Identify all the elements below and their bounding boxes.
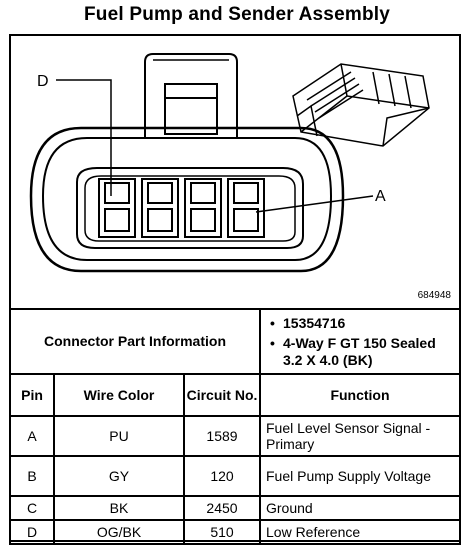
connector-description: 4-Way F GT 150 Sealed 3.2 X 4.0 (BK) [270, 335, 455, 369]
pin-cell: D [9, 519, 55, 545]
connector-diagram: D A [29, 53, 430, 273]
column-header-wire-color: Wire Color [53, 373, 185, 417]
function-cell: Fuel Pump Supply Voltage [259, 455, 461, 497]
table-row: C BK 2450 Ground [9, 495, 461, 521]
table-header-row: Pin Wire Color Circuit No. Function [9, 373, 461, 417]
function-cell: Low Reference [259, 519, 461, 545]
callout-a-leader [255, 195, 374, 213]
wire-color-cell: BK [53, 495, 185, 521]
function-cell: Fuel Level Sensor Signal - Primary [259, 415, 461, 457]
connector-info-list-cell: 15354716 4-Way F GT 150 Sealed 3.2 X 4.0… [259, 308, 461, 375]
locking-tab [144, 53, 238, 139]
figure-number: 684948 [417, 290, 451, 301]
pinout-table: Connector Part Information 15354716 4-Wa… [9, 308, 461, 545]
circuit-cell: 1589 [183, 415, 261, 457]
wire-color-cell: PU [53, 415, 185, 457]
column-header-function: Function [259, 373, 461, 417]
connector-info-row: Connector Part Information 15354716 4-Wa… [9, 308, 461, 375]
wire-color-cell: OG/BK [53, 519, 185, 545]
callout-d-label: D [37, 73, 49, 90]
connector-info-label: Connector Part Information [9, 308, 261, 375]
latch-window [164, 83, 218, 135]
connector-perspective-view [292, 63, 430, 147]
pin-cell: B [9, 455, 55, 497]
table-row: A PU 1589 Fuel Level Sensor Signal - Pri… [9, 415, 461, 457]
table-row: B GY 120 Fuel Pump Supply Voltage [9, 455, 461, 497]
column-header-circuit: Circuit No. [183, 373, 261, 417]
function-cell: Ground [259, 495, 461, 521]
circuit-cell: 510 [183, 519, 261, 545]
pin-cell: A [9, 415, 55, 457]
wire-color-cell: GY [53, 455, 185, 497]
connector-body-outer [29, 126, 345, 273]
table-row: D OG/BK 510 Low Reference [9, 519, 461, 545]
callout-a-label: A [375, 188, 386, 205]
callout-d-leader [56, 79, 112, 196]
pin-cell: C [9, 495, 55, 521]
part-number-list: 15354716 4-Way F GT 150 Sealed 3.2 X 4.0… [261, 311, 459, 369]
circuit-cell: 120 [183, 455, 261, 497]
diagram-frame: D A 684948 Connector Part Information 15… [9, 34, 461, 545]
terminal-cavities [98, 178, 265, 238]
column-header-pin: Pin [9, 373, 55, 417]
page-title: Fuel Pump and Sender Assembly [83, 4, 390, 25]
connector-body-inner [41, 137, 333, 261]
part-number: 15354716 [270, 315, 455, 332]
cavity-ring [76, 167, 304, 249]
circuit-cell: 2450 [183, 495, 261, 521]
